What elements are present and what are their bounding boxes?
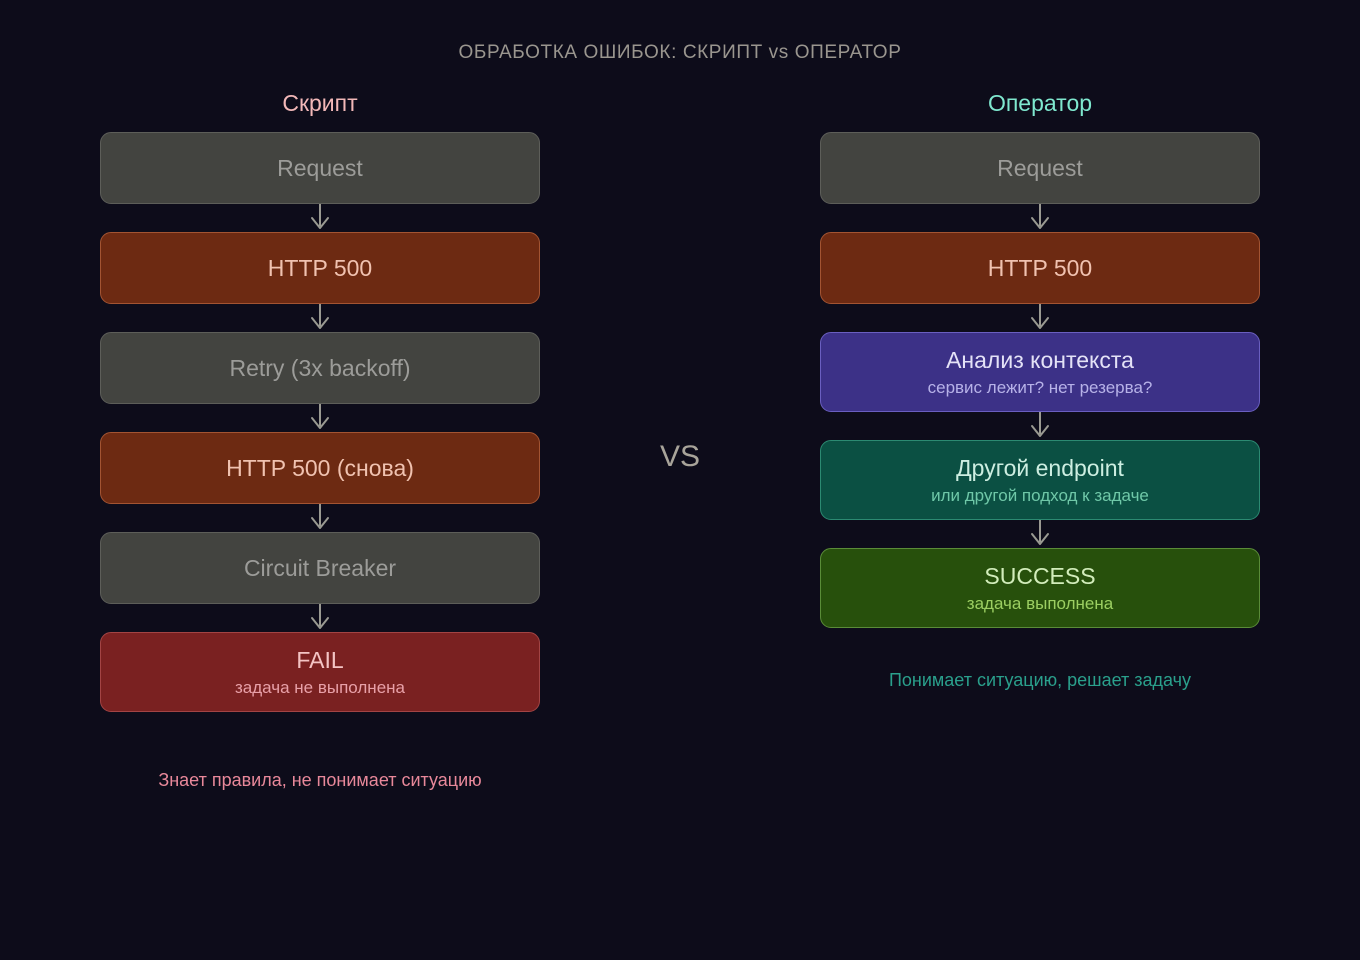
flow-node-title: Circuit Breaker xyxy=(243,554,397,581)
flow-arrow-icon xyxy=(311,304,329,329)
flow-node-fail: FAIL задача не выполнена xyxy=(100,632,540,712)
flow-arrow-icon xyxy=(311,404,329,429)
flow-node-title: HTTP 500 xyxy=(267,254,373,281)
flow-node-title: FAIL xyxy=(296,646,344,673)
vs-label: VS xyxy=(659,440,701,473)
flow-node-title: HTTP 500 (снова) xyxy=(226,454,414,481)
flow-node-error: HTTP 500 xyxy=(820,232,1260,304)
flow-node-neutral: Request xyxy=(820,132,1260,204)
flow-node-title: Анализ контекста xyxy=(946,346,1134,373)
flow-arrow-icon xyxy=(1031,412,1049,437)
flow-node-neutral: Circuit Breaker xyxy=(100,532,540,604)
flow-node-neutral: Request xyxy=(100,132,540,204)
flow-node-neutral: Retry (3x backoff) xyxy=(100,332,540,404)
flow-arrow-icon xyxy=(1031,204,1049,229)
operator-caption: Понимает ситуацию, решает задачу xyxy=(888,670,1192,690)
flow-node-title: Другой endpoint xyxy=(956,454,1124,481)
flow-node-think: Анализ контекста сервис лежит? нет резерв… xyxy=(820,332,1260,412)
flow-node-subtitle: задача не выполнена xyxy=(235,677,405,697)
script-column-header: Скрипт xyxy=(282,90,358,116)
flow-arrow-icon xyxy=(1031,520,1049,545)
operator-column-header: Оператор xyxy=(987,90,1093,116)
script-caption: Знает правила, не понимает ситуацию xyxy=(158,770,482,790)
flow-arrow-icon xyxy=(1031,304,1049,329)
flow-node-title: Retry (3x backoff) xyxy=(229,354,411,381)
flow-node-error: HTTP 500 (снова) xyxy=(100,432,540,504)
flow-node-action: Другой endpoint или другой подход к задач… xyxy=(820,440,1260,520)
page-title: ОБРАБОТКА ОШИБОК: СКРИПТ vs ОПЕРАТОР xyxy=(458,42,902,63)
flow-node-title: HTTP 500 xyxy=(987,254,1093,281)
flow-node-subtitle: сервис лежит? нет резерва? xyxy=(927,377,1153,397)
flow-node-title: SUCCESS xyxy=(984,562,1096,589)
flow-node-error: HTTP 500 xyxy=(100,232,540,304)
flow-node-subtitle: задача выполнена xyxy=(966,593,1114,613)
flow-node-title: Request xyxy=(997,154,1083,181)
flow-arrow-icon xyxy=(311,604,329,629)
flow-node-title: Request xyxy=(277,154,363,181)
flow-node-success: SUCCESS задача выполнена xyxy=(820,548,1260,628)
flow-arrow-icon xyxy=(311,504,329,529)
flow-node-subtitle: или другой подход к задаче xyxy=(931,485,1149,505)
flow-arrow-icon xyxy=(311,204,329,229)
